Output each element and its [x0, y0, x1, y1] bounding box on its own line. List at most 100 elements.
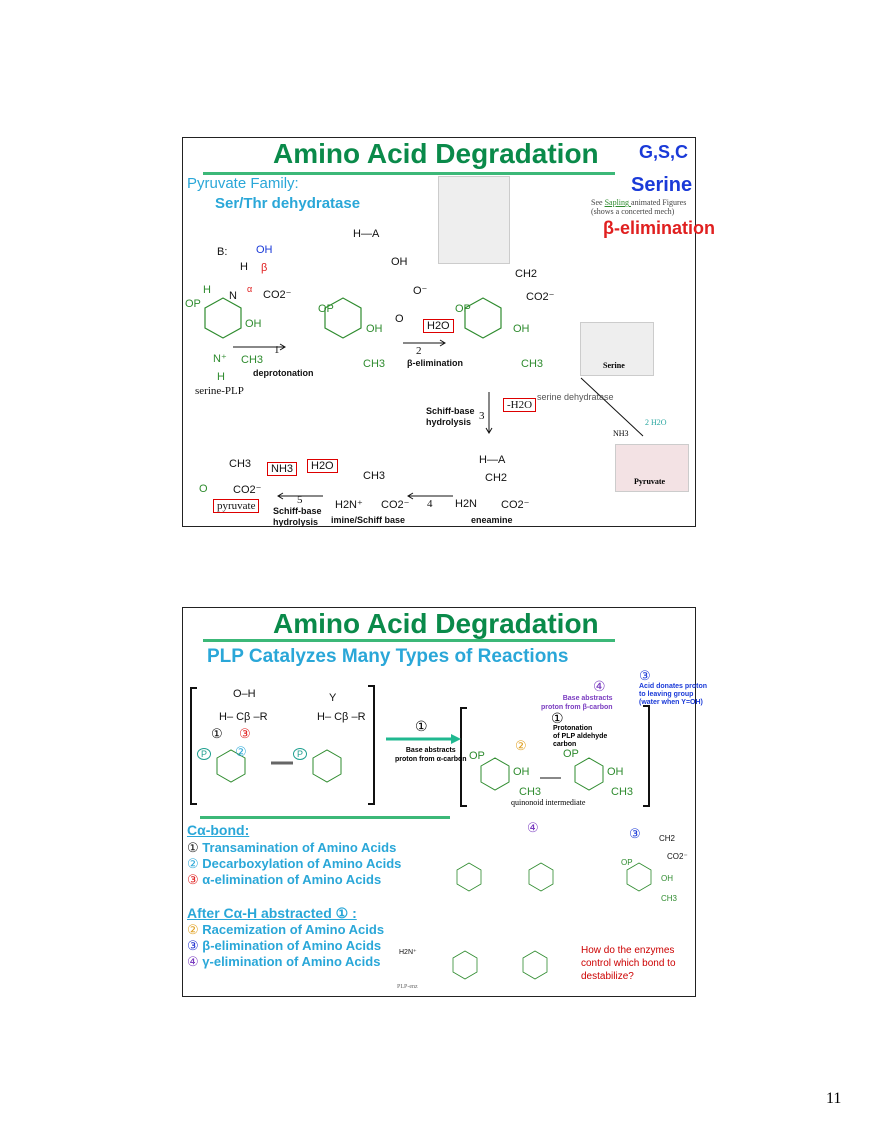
- step-5: 5: [297, 494, 303, 506]
- nh-label: H: [217, 371, 225, 383]
- ring-oh-label: OH: [245, 318, 262, 330]
- iminium-label: H2N⁺: [335, 499, 363, 511]
- page-number: 11: [826, 1090, 842, 1107]
- water-box-3: H2O: [307, 459, 338, 473]
- acid-ha-label: H—A: [353, 228, 380, 240]
- pyruvate-carboxylate-label: CO2⁻: [233, 484, 262, 496]
- ring-oh-label-2: OH: [366, 323, 383, 335]
- list-item: ① Transamination of Amino Acids: [187, 840, 397, 855]
- pyruvate-structure: Pyruvate: [615, 444, 689, 492]
- after-heading: After Cα-H abstracted ① :: [187, 905, 357, 921]
- circle-1: ①: [211, 726, 223, 741]
- subtitle: Pyruvate Family:: [187, 175, 299, 192]
- calpha-list: ① Transamination of Amino Acids ② Decarb…: [187, 840, 401, 888]
- list-item: ④ γ-elimination of Amino Acids: [187, 954, 381, 969]
- circle-2b: ②: [515, 738, 527, 753]
- carboxylate-label: CO2⁻: [263, 289, 292, 301]
- hydroxyl-label-2: OH: [391, 256, 408, 268]
- phosphate-label-2: OP: [318, 303, 334, 315]
- ammonia-small-label: NH3: [613, 429, 629, 438]
- op-label: OP: [469, 750, 485, 762]
- carboxylate-label-3: CO2⁻: [526, 291, 555, 303]
- circle-4: ④: [593, 678, 606, 694]
- list-item: ③ α-elimination of Amino Acids: [187, 872, 382, 887]
- scheme-rings: [452, 862, 652, 980]
- question-text: How do the enzymes control which bond to…: [581, 945, 676, 982]
- schiff-base-label-2: Schiff-base: [273, 506, 322, 516]
- list-item: ③ β-elimination of Amino Acids: [187, 938, 382, 953]
- methylene-label: CH2: [515, 268, 538, 280]
- methyl-label-2: CH3: [363, 358, 386, 370]
- methyl-label: CH3: [241, 354, 264, 366]
- acid-donates-label: (water when Y=OH): [639, 699, 703, 706]
- corner-tag: G,S,C: [639, 142, 689, 162]
- op-label-2: OP: [563, 748, 579, 760]
- section-rule: [200, 816, 450, 819]
- pyruvate-methyl-label: CH3: [229, 458, 252, 470]
- eneamine-label: eneamine: [471, 515, 513, 525]
- methyl-label-3: CH3: [521, 358, 544, 370]
- mechanism-bonds: [204, 297, 644, 500]
- serine-plp-label: serine-PLP: [195, 385, 244, 397]
- calpha-heading: Cα-bond:: [187, 822, 250, 838]
- phosphate-label-3: OP: [455, 303, 471, 315]
- beta-proton-label: proton from β-carbon: [541, 704, 613, 711]
- n-label: N: [229, 290, 237, 302]
- scheme-circle-3: ③: [629, 826, 641, 841]
- sapling-link[interactable]: Sapling: [604, 198, 632, 207]
- sapling-note: See Sapling animated Figures (shows a co…: [591, 198, 687, 216]
- amine-label: H2N: [455, 498, 478, 510]
- pyruvate-box: pyruvate: [213, 499, 260, 513]
- pyridinium-label: N⁺: [213, 353, 227, 365]
- amino-acid-name: Serine: [631, 174, 693, 196]
- beta-carbon-label-2: H– Cβ –R: [317, 711, 366, 723]
- circle-2: ②: [235, 744, 247, 759]
- subtitle-2: PLP Catalyzes Many Types of Reactions: [207, 646, 569, 667]
- circle-1b: ①: [551, 710, 564, 726]
- pyruvate-o-label: O: [199, 483, 208, 495]
- protonation-label: carbon: [553, 741, 577, 748]
- base-label: B:: [217, 246, 228, 258]
- enzyme-name: Ser/Thr dehydratase: [215, 195, 361, 212]
- schiff-base-label: Schiff-base: [426, 406, 475, 416]
- h-imine-label: H: [203, 284, 211, 296]
- ch3-label-2: CH3: [611, 786, 634, 798]
- water-box-2: -H2O: [503, 398, 537, 412]
- serine-structure: Serine: [580, 322, 654, 376]
- methylene-label-2: CH2: [485, 472, 508, 484]
- circle-3b: ③: [639, 668, 651, 683]
- circle-3: ③: [239, 726, 251, 741]
- hydroxyl-label: OH: [256, 244, 273, 256]
- phosphate-circle-2: P: [293, 748, 307, 760]
- arrow-step-1: ①: [415, 718, 428, 734]
- phosphate-label: OP: [185, 298, 201, 310]
- beta-label: β: [261, 262, 268, 274]
- methyl-label-4: CH3: [363, 470, 386, 482]
- ch3-label: CH3: [519, 786, 542, 798]
- scheme-op: OP: [621, 858, 633, 867]
- scheme-h2n: H2N⁺: [399, 949, 417, 956]
- phosphate-circle: P: [197, 748, 211, 760]
- base-abstracts-label: Base abstracts: [405, 747, 456, 754]
- scheme-plp-enz: PLP-enz: [397, 984, 418, 990]
- oxide-label: O⁻: [413, 285, 428, 297]
- slide-title-2: Amino Acid Degradation: [273, 608, 599, 639]
- list-item: ② Racemization of Amino Acids: [187, 922, 385, 937]
- alpha-carbon-label: proton from α-carbon: [395, 756, 467, 763]
- step-1: 1: [274, 344, 280, 356]
- title-rule-2: [203, 639, 615, 642]
- ammonia-box: NH3: [267, 462, 298, 476]
- hydroxyl-label: O–H: [233, 688, 256, 700]
- step-2: 2: [416, 345, 422, 357]
- h-label: H: [240, 261, 248, 273]
- y-label: Y: [329, 692, 337, 704]
- alpha-label: α: [247, 284, 253, 294]
- scheme-ch2: CH2: [659, 834, 676, 843]
- oh-label: OH: [513, 766, 530, 778]
- imine-label: imine/Schiff base: [331, 515, 406, 525]
- scheme-brackets: [190, 685, 650, 807]
- step-4: 4: [427, 498, 433, 510]
- slide-serine-degradation: Amino Acid Degradation G,S,C Pyruvate Fa…: [182, 137, 715, 527]
- hydrolysis-label-2: hydrolysis: [273, 517, 319, 527]
- mechanism-type: β-elimination: [603, 218, 715, 238]
